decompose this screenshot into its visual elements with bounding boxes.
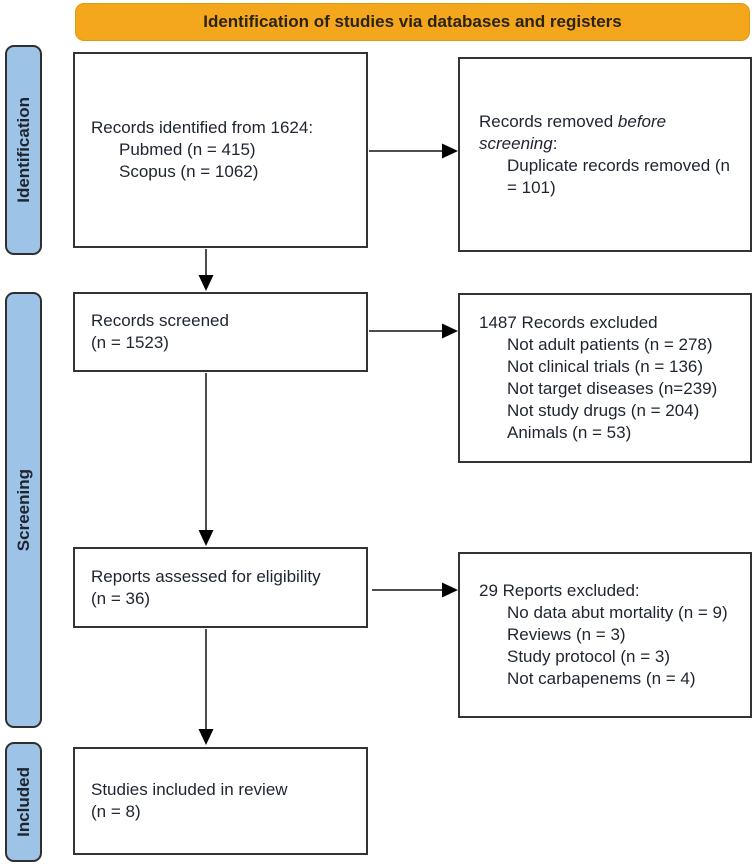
box-records-screened: Records screened (n = 1523) [73, 292, 368, 372]
box-studies-included-line1: Studies included in review [91, 780, 288, 799]
box-studies-included: Studies included in review (n = 8) [73, 747, 368, 855]
box-reports-excluded-item: Reviews (n = 3) [507, 625, 626, 644]
box-records-screened-line1: Records screened [91, 311, 229, 330]
box-reports-assessed: Reports assessed for eligibility (n = 36… [73, 547, 368, 628]
arrow-identified-to-screened-icon [198, 249, 214, 291]
box-records-removed-item: Duplicate records removed (n = 101) [507, 155, 730, 197]
box-records-identified-title: Records identified from 1624: [91, 118, 314, 137]
box-records-excluded-title: 1487 Records excluded [479, 313, 658, 332]
arrow-screened-to-assessed-icon [198, 373, 214, 546]
arrow-identified-to-removed-icon [369, 143, 458, 159]
stage-screening-label: Screening [13, 468, 33, 552]
box-reports-excluded-item: Not carbapenems (n = 4) [507, 669, 696, 688]
box-studies-included-line2: (n = 8) [91, 802, 141, 821]
box-reports-excluded-item: No data abut mortality (n = 9) [507, 603, 728, 622]
arrow-screened-to-excluded-icon [369, 323, 458, 339]
box-records-identified: Records identified from 1624: Pubmed (n … [73, 52, 368, 248]
stage-identification: Identification [5, 45, 42, 255]
stage-identification-label: Identification [13, 97, 33, 203]
box-reports-assessed-line1: Reports assessed for eligibility [91, 566, 321, 586]
box-records-screened-line2: (n = 1523) [91, 333, 169, 352]
box-records-excluded-item: Animals (n = 53) [507, 423, 632, 442]
box-records-excluded-item: Not target diseases (n=239) [507, 379, 718, 398]
box-records-removed-title-line2: screening: [479, 133, 558, 153]
arrow-assessed-to-excluded-icon [372, 582, 458, 598]
box-reports-excluded-title: 29 Reports excluded: [479, 581, 640, 600]
box-records-identified-item: Scopus (n = 1062) [119, 162, 259, 181]
stage-included: Included [5, 742, 42, 862]
box-records-excluded-item: Not clinical trials (n = 136) [507, 357, 704, 376]
box-reports-excluded-item: Study protocol (n = 3) [507, 647, 671, 666]
box-records-removed-title-line1: Records removed before [479, 111, 667, 131]
stage-screening: Screening [5, 292, 42, 728]
box-records-excluded-item: Not adult patients (n = 278) [507, 335, 713, 354]
arrow-assessed-to-included-icon [198, 629, 214, 745]
box-records-removed: Records removed before screening: Duplic… [458, 57, 752, 252]
box-reports-assessed-line2: (n = 36) [91, 588, 151, 608]
banner: Identification of studies via databases … [75, 3, 750, 41]
stage-included-label: Included [13, 767, 33, 837]
banner-title: Identification of studies via databases … [203, 12, 622, 31]
box-records-identified-item: Pubmed (n = 415) [119, 140, 256, 159]
box-records-excluded: 1487 Records excluded Not adult patients… [458, 293, 752, 463]
box-reports-excluded: 29 Reports excluded: No data abut mortal… [458, 552, 752, 718]
box-records-excluded-item: Not study drugs (n = 204) [507, 401, 700, 420]
